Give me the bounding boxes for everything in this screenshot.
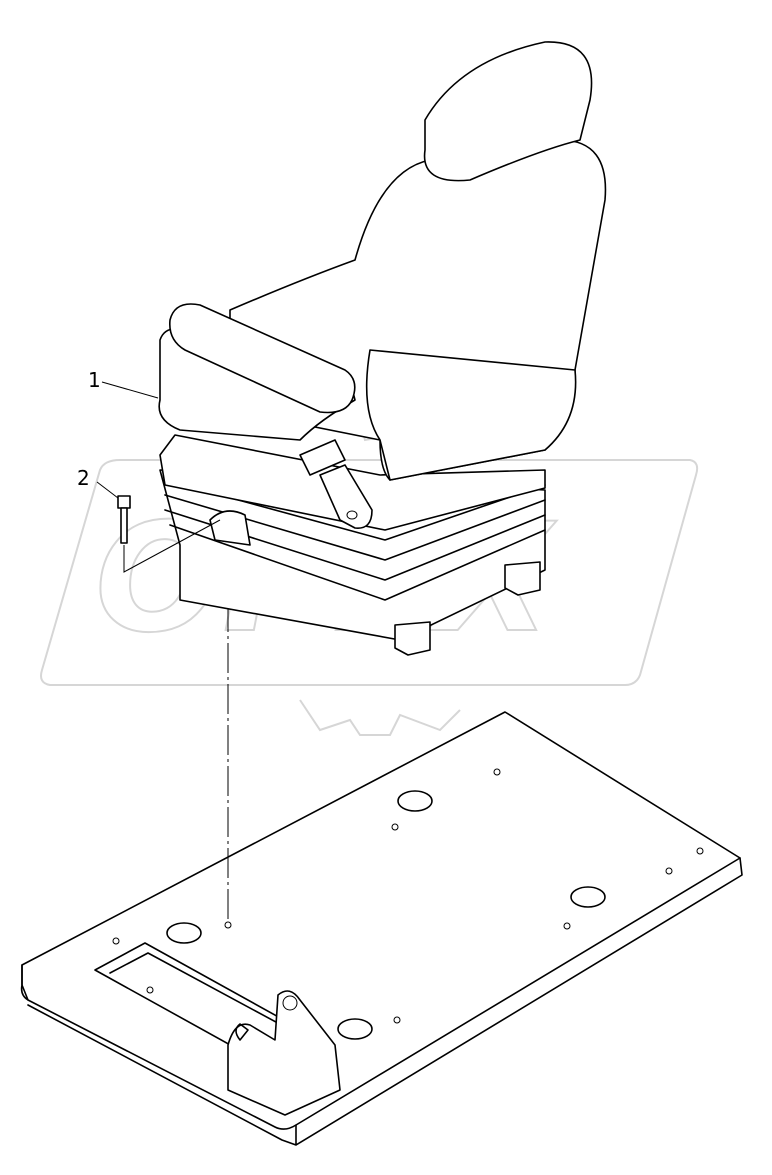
base-plate bbox=[20, 520, 743, 1146]
callout-1: 1 bbox=[88, 368, 101, 392]
callout-2: 2 bbox=[77, 466, 90, 490]
bolt bbox=[117, 495, 221, 573]
leader-line-1 bbox=[101, 381, 159, 399]
seat bbox=[158, 41, 607, 656]
leader-line-2 bbox=[96, 481, 119, 499]
